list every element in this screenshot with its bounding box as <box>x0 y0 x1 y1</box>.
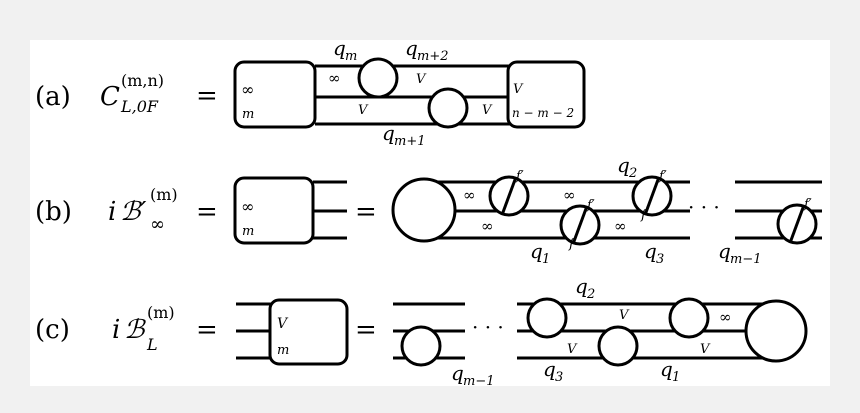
row-c-vertex-2 <box>597 325 639 367</box>
row-c-vertex-1 <box>526 297 568 339</box>
row-a-lhs-sub: L,0F <box>120 97 159 116</box>
row-a-v-right: V <box>482 103 493 118</box>
row-b-box-bottom: m <box>242 224 254 239</box>
row-a-top-vertex <box>357 57 399 99</box>
row-a-bottom-vertex <box>427 87 469 129</box>
row-a-v-mid: V <box>358 103 369 118</box>
row-c-q1: q <box>660 357 673 381</box>
row-b-inf-1: ∞ <box>463 186 476 204</box>
row-c: (c) i ℬ (m) L = V m = · · · V V V ∞ q <box>35 274 808 389</box>
row-b-lhs-sup: (m) <box>150 185 178 204</box>
row-b-inf-4: ∞ <box>614 217 627 235</box>
row-b-equals: = <box>196 197 218 227</box>
row-b-vertex-2-slash <box>571 205 589 245</box>
row-b-q2: q <box>617 153 630 177</box>
row-c-lhs-sup: (m) <box>147 303 175 322</box>
row-b-q2-sub: 2 <box>628 166 637 181</box>
row-a-inf-mark: ∞ <box>328 69 341 87</box>
row-a-left-box-top: ∞ <box>241 80 254 99</box>
row-c-box <box>268 298 349 366</box>
row-b-q1: q <box>530 239 543 263</box>
row-b-f-2: f <box>568 237 576 252</box>
row-c-q2-sub: 2 <box>586 287 595 302</box>
row-c-lhs-base: ℬ <box>124 315 146 345</box>
row-b-inf-3: ∞ <box>563 186 576 204</box>
row-c-equals-2: = <box>355 315 377 345</box>
row-b-fprime-2: f′ <box>586 198 595 213</box>
row-b-qm-sub: m−1 <box>730 252 762 267</box>
row-a-v-top: V <box>416 72 427 87</box>
row-b-box-top: ∞ <box>241 197 254 216</box>
row-b-dots: · · · <box>688 195 720 219</box>
row-a-equals: = <box>196 81 218 111</box>
row-a-right-box-top: V <box>513 82 524 97</box>
row-b-label: (b) <box>35 197 72 227</box>
row-b-fprime-end: f′ <box>803 197 812 212</box>
row-c-big-vertex <box>744 299 808 363</box>
row-c-v-1: V <box>619 308 630 323</box>
row-a-q-m2: q <box>405 36 418 60</box>
row-c-label: (c) <box>35 315 70 345</box>
row-c-q2: q <box>575 274 588 298</box>
row-b-big-vertex <box>391 177 457 243</box>
row-b-lhs-sub: ∞ <box>150 214 165 235</box>
row-b-fprime-3: f′ <box>658 169 667 184</box>
row-c-qm-sub: m−1 <box>463 374 495 389</box>
row-c-lhs-prefix: i <box>112 315 120 345</box>
row-b-f-3: f <box>640 208 648 223</box>
row-c-equals: = <box>196 315 218 345</box>
row-c-qm: q <box>451 361 464 385</box>
row-b-q3: q <box>644 239 657 263</box>
row-a-q-m1: q <box>382 121 395 145</box>
row-b-lhs-prefix: i <box>108 197 116 227</box>
row-b-lhs-base: ℬ′ <box>120 197 146 227</box>
row-a-label: (a) <box>35 82 71 112</box>
row-c-inf: ∞ <box>719 308 732 326</box>
row-a-right-box <box>506 60 586 129</box>
row-a-lhs-sup: (m,n) <box>121 71 164 90</box>
row-b-vertex-end-slash <box>788 204 806 244</box>
row-c-v-3: V <box>700 342 711 357</box>
row-b-box <box>233 176 315 245</box>
row-c-v-2: V <box>567 342 578 357</box>
row-a-left-box-bottom: m <box>242 107 254 122</box>
row-a-left-box <box>233 60 317 129</box>
row-c-q3-sub: 3 <box>555 370 563 385</box>
row-c-lhs-sub: L <box>146 335 158 354</box>
row-b-fprime-1: f′ <box>515 169 524 184</box>
row-b-q3-sub: 3 <box>656 252 664 267</box>
row-a-q-m-sub: m <box>345 49 357 64</box>
row-a-q-m1-sub: m+1 <box>394 134 426 149</box>
row-c-dots: · · · <box>472 315 504 339</box>
row-c-q3: q <box>543 357 556 381</box>
row-c-box-bottom: m <box>277 343 289 358</box>
row-a-q-m: q <box>333 36 346 60</box>
row-c-left-vertex <box>400 325 442 367</box>
row-c-vertex-3 <box>668 297 710 339</box>
row-b-q1-sub: 1 <box>542 252 550 267</box>
row-a-right-box-bottom: n − m − 2 <box>512 106 574 120</box>
row-a: (a) C (m,n) L,0F = ∞ m V n − m − 2 ∞ V V… <box>35 36 586 149</box>
row-a-lhs-base: C <box>100 82 120 112</box>
row-c-box-top: V <box>277 316 289 332</box>
row-b-inf-2: ∞ <box>481 217 494 235</box>
row-b-qm: q <box>718 239 731 263</box>
row-b: (b) i ℬ′ (m) ∞ = ∞ m = f′ f′ f′ f f ∞ ∞ … <box>35 153 822 267</box>
row-b-vertex-3-slash <box>643 176 661 216</box>
row-a-q-m2-sub: m+2 <box>417 49 449 64</box>
row-c-q1-sub: 1 <box>672 370 680 385</box>
row-b-equals-2: = <box>355 197 377 227</box>
row-b-vertex-1-slash <box>500 176 518 216</box>
